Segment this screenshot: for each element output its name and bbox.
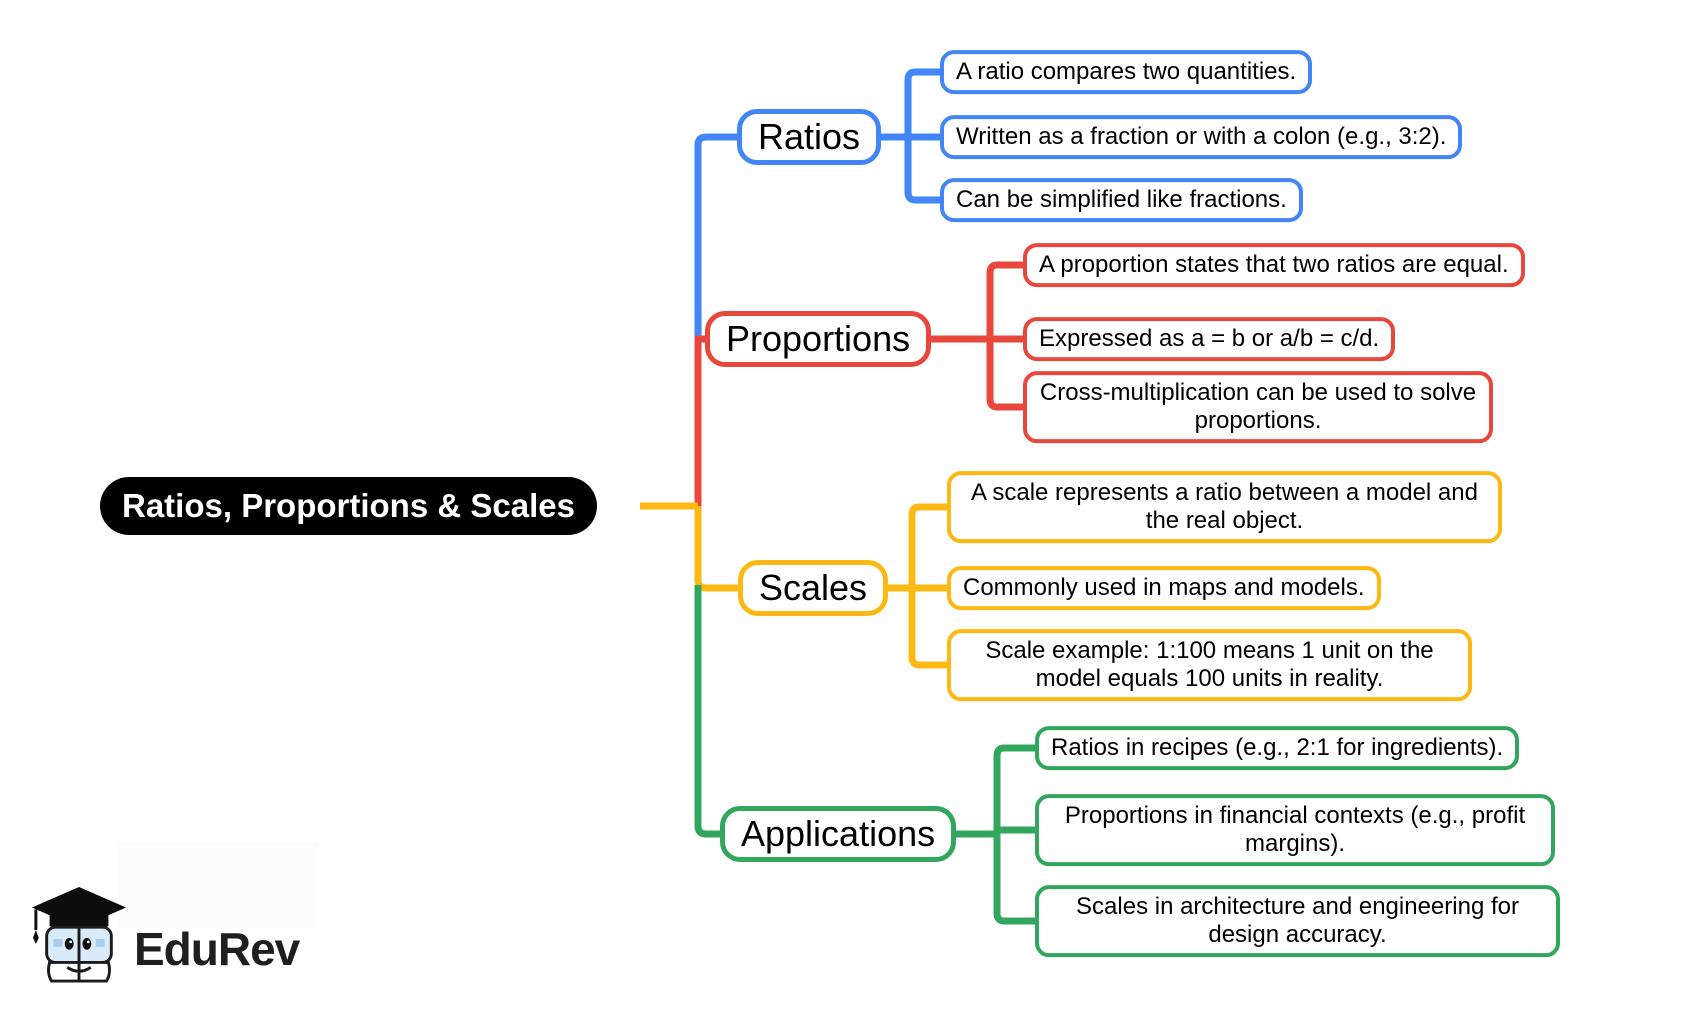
branch-node-ratios: Ratios bbox=[737, 109, 882, 165]
logo-background bbox=[118, 842, 318, 928]
leaf-proportions-3: Cross-multiplication can be used to solv… bbox=[1023, 371, 1493, 443]
edurev-mascot-icon bbox=[31, 886, 127, 983]
connector-proportions bbox=[694, 261, 1023, 506]
branch-node-proportions: Proportions bbox=[705, 311, 932, 367]
leaf-proportions-2: Expressed as a = b or a/b = c/d. bbox=[1023, 317, 1396, 361]
connector-applications bbox=[694, 585, 1035, 925]
leaf-scales-3: Scale example: 1:100 means 1 unit on the… bbox=[947, 629, 1472, 701]
leaf-applications-3: Scales in architecture and engineering f… bbox=[1035, 885, 1560, 957]
branch-node-applications: Applications bbox=[720, 806, 957, 862]
leaf-ratios-1: A ratio compares two quantities. bbox=[940, 50, 1313, 94]
edurev-logo: EduRev bbox=[30, 885, 300, 985]
leaf-ratios-2: Written as a fraction or with a colon (e… bbox=[940, 115, 1463, 159]
edurev-logo-text: EduRev bbox=[134, 923, 300, 975]
leaf-scales-1: A scale represents a ratio between a mod… bbox=[947, 471, 1502, 543]
branch-node-scales: Scales bbox=[738, 560, 889, 616]
leaf-applications-1: Ratios in recipes (e.g., 2:1 for ingredi… bbox=[1035, 726, 1520, 770]
root-node: Ratios, Proportions & Scales bbox=[100, 477, 597, 535]
leaf-ratios-3: Can be simplified like fractions. bbox=[940, 178, 1303, 222]
leaf-scales-2: Commonly used in maps and models. bbox=[947, 566, 1381, 610]
leaf-proportions-1: A proportion states that two ratios are … bbox=[1023, 243, 1525, 287]
leaf-applications-2: Proportions in financial contexts (e.g.,… bbox=[1035, 794, 1555, 866]
